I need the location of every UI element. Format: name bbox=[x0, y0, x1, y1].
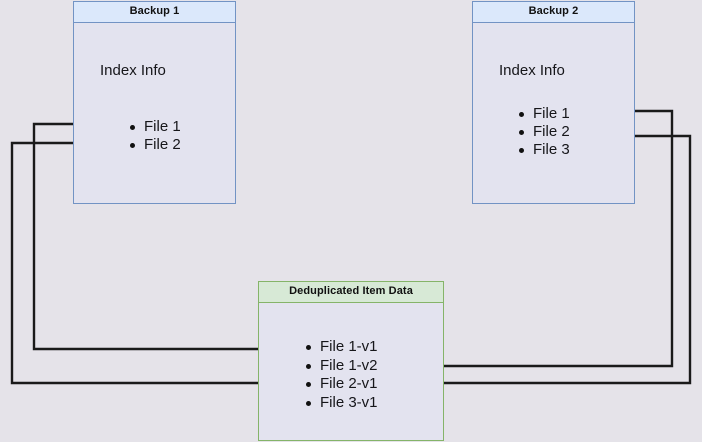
node-backup-1[interactable]: Backup 1 Index Info File 1 File 2 bbox=[73, 1, 236, 204]
backup-2-index-info-label: Index Info bbox=[499, 62, 565, 79]
node-backup-2-body: Index Info File 1 File 2 File 3 bbox=[473, 23, 634, 203]
node-deduplicated-item-data-body: File 1-v1 File 1-v2 File 2-v1 File 3-v1 bbox=[259, 303, 443, 440]
backup-1-file-list: File 1 File 2 bbox=[127, 118, 181, 154]
node-backup-1-body: Index Info File 1 File 2 bbox=[74, 23, 235, 203]
list-item: File 1-v2 bbox=[303, 357, 378, 376]
node-backup-2[interactable]: Backup 2 Index Info File 1 File 2 File 3 bbox=[472, 1, 635, 204]
list-item: File 1 bbox=[516, 105, 570, 123]
list-item: File 2 bbox=[127, 136, 181, 154]
node-backup-2-title: Backup 2 bbox=[473, 2, 634, 23]
list-item: File 3-v1 bbox=[303, 394, 378, 413]
list-item: File 2 bbox=[516, 123, 570, 141]
list-item: File 3 bbox=[516, 141, 570, 159]
backup-2-file-list: File 1 File 2 File 3 bbox=[516, 105, 570, 159]
node-deduplicated-item-data-title: Deduplicated Item Data bbox=[259, 282, 443, 303]
list-item: File 1-v1 bbox=[303, 338, 378, 357]
backup-1-index-info-label: Index Info bbox=[100, 62, 166, 79]
list-item: File 1 bbox=[127, 118, 181, 136]
list-item: File 2-v1 bbox=[303, 375, 378, 394]
node-deduplicated-item-data[interactable]: Deduplicated Item Data File 1-v1 File 1-… bbox=[258, 281, 444, 441]
node-backup-1-title: Backup 1 bbox=[74, 2, 235, 23]
dedup-file-list: File 1-v1 File 1-v2 File 2-v1 File 3-v1 bbox=[303, 338, 378, 412]
